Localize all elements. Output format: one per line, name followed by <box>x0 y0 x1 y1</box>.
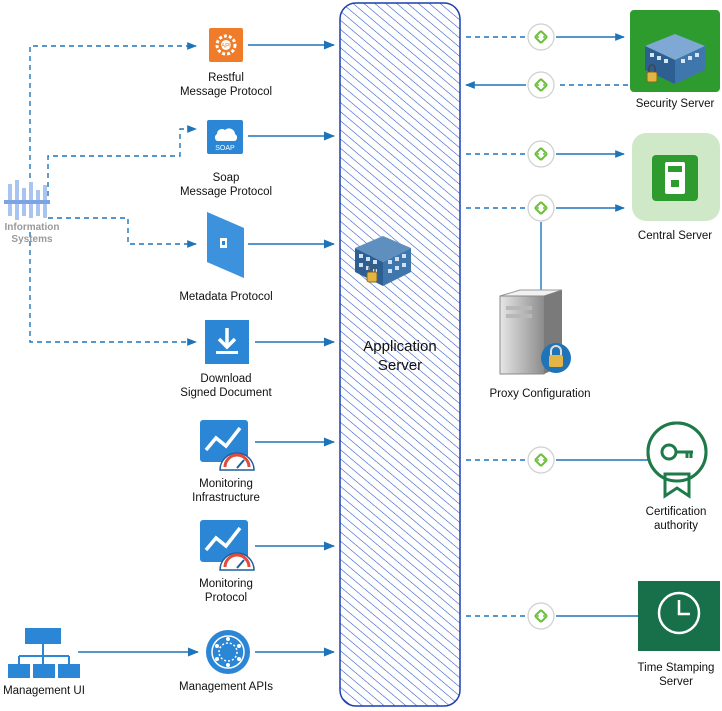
security-server-label: Security Server <box>635 98 715 110</box>
monitoring-protocol-icon <box>200 520 255 571</box>
information-systems-links <box>29 42 197 346</box>
svg-text:API: API <box>221 44 231 50</box>
gateway-icons <box>527 23 555 630</box>
central-server-label: Central Server <box>637 230 713 242</box>
soap-protocol-label: Soap Message Protocol <box>179 172 273 198</box>
time-stamping-server-label: Time Stamping Server <box>637 662 715 688</box>
restful-icon: API <box>209 28 243 62</box>
proxy-server-icon <box>499 289 571 375</box>
certification-authority-label: Certification authority <box>645 506 707 532</box>
metadata-protocol-label: Metadata Protocol <box>179 291 273 303</box>
information-systems-label: Information Systems <box>4 222 60 245</box>
security-server-icon <box>630 10 720 92</box>
download-icon <box>205 320 249 364</box>
certification-authority-icon <box>646 421 708 499</box>
monitoring-infrastructure-label: Monitoring Infrastructure <box>192 478 260 504</box>
time-stamping-server-icon <box>638 581 720 651</box>
right-links <box>465 33 650 617</box>
soap-icon: SOAP <box>207 120 243 154</box>
application-server-label: Application Server <box>363 338 437 374</box>
information-systems-icon <box>4 180 50 220</box>
application-server <box>339 2 461 707</box>
building-icon <box>355 236 411 286</box>
soap-icon-text: SOAP <box>215 145 235 152</box>
protocol-links <box>78 40 336 657</box>
central-server-icon <box>632 133 720 221</box>
management-apis-label: Management APIs <box>179 681 273 693</box>
metadata-icon <box>207 212 244 278</box>
download-signed-document-label: Download Signed Document <box>180 373 272 399</box>
management-ui-label: Management UI <box>3 685 85 697</box>
monitoring-infrastructure-icon <box>200 420 255 471</box>
management-apis-icon <box>206 630 250 674</box>
proxy-configuration-label: Proxy Configuration <box>489 388 591 400</box>
management-ui-icon <box>8 628 80 678</box>
restful-protocol-label: Restful Message Protocol <box>179 72 273 98</box>
monitoring-protocol-label: Monitoring Protocol <box>199 578 253 604</box>
